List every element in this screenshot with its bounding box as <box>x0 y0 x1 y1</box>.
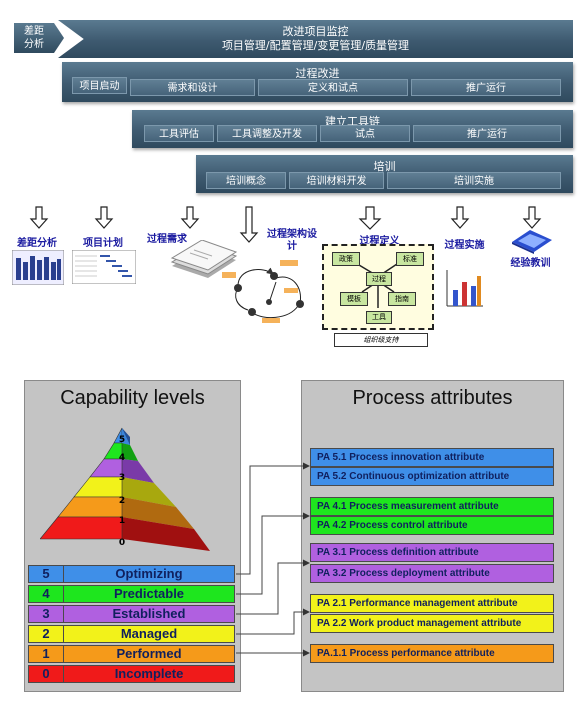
improvement-monitoring-band: 改进项目监控 项目管理/配置管理/变更管理/质量管理 <box>58 20 573 58</box>
level-name: Managed <box>63 626 234 642</box>
process-requirements-doc-stack <box>170 240 238 278</box>
process-attributes-panel: Process attributes <box>301 380 564 692</box>
level-number: 1 <box>42 646 50 661</box>
level-name: Optimizing <box>63 566 234 582</box>
phase-label-project-plan: 项目计划 <box>83 238 123 249</box>
gap-analysis-tag: 差距 分析 <box>14 23 64 53</box>
process-architecture-flow <box>222 260 304 323</box>
def-box-process: 过程 <box>366 272 392 286</box>
band-subtitle: 项目管理/配置管理/变更管理/质量管理 <box>221 39 410 52</box>
level-row-0: 0 Incomplete <box>28 665 235 683</box>
attribute-pa-3-2: PA 3.2 Process deployment attribute <box>310 564 554 583</box>
level-name: Established <box>63 606 234 622</box>
phase-label-process-definition: 过程定义 <box>359 236 400 247</box>
phase-label-process-architecture: 过程架构设计 <box>267 229 317 252</box>
attribute-pa-4-1: PA 4.1 Process measurement attribute <box>310 497 554 516</box>
attribute-pa-5-1: PA 5.1 Process innovation attribute <box>310 448 554 467</box>
down-arrow-icon <box>29 206 49 229</box>
tool-adjust-develop: 工具调整及开发 <box>217 125 317 142</box>
gap-tag-line2: 分析 <box>24 39 44 50</box>
tool-evaluation: 工具评估 <box>144 125 214 142</box>
project-plan-gantt-thumbnail <box>72 250 136 284</box>
level-row-2: 2 Managed <box>28 625 235 643</box>
training-implementation: 培训实施 <box>387 172 561 189</box>
pyramid-number-1: 1 <box>118 516 126 526</box>
band-title: 改进项目监控 <box>282 25 349 38</box>
level-row-4: 4 Predictable <box>28 585 235 603</box>
pyramid-number-4: 4 <box>118 453 126 463</box>
phase-label-lessons-learned: 经验教训 <box>510 258 551 269</box>
attribute-pa-3-1: PA 3.1 Process definition attribute <box>310 543 554 562</box>
band-title: 培训 <box>373 160 396 173</box>
attribute-pa-2-1: PA 2.1 Performance management attribute <box>310 594 554 613</box>
capability-levels-title: Capability levels <box>60 387 205 409</box>
level-number: 3 <box>42 606 50 621</box>
def-box-policy: 政策 <box>332 252 360 266</box>
phase-arrows <box>29 206 542 243</box>
lessons-learned-book-icon <box>512 230 552 254</box>
def-box-tools: 工具 <box>366 311 392 324</box>
level-number: 0 <box>42 666 50 681</box>
phase-label-gap-analysis: 差距分析 <box>17 238 57 249</box>
down-arrow-icon <box>522 206 542 229</box>
pyramid-number-2: 2 <box>118 496 126 506</box>
attribute-pa-2-2: PA 2.2 Work product management attribute <box>310 614 554 633</box>
level-number: 4 <box>42 586 50 601</box>
level-row-1: 1 Performed <box>28 645 235 663</box>
band-title: 过程改进 <box>295 67 340 80</box>
tool-rollout: 推广运行 <box>413 125 561 142</box>
pyramid-number-0: 0 <box>118 538 126 548</box>
process-implementation-chart <box>446 270 483 307</box>
def-box-standard: 标准 <box>396 252 424 266</box>
down-arrow-icon <box>94 206 114 229</box>
attribute-pa-1-1: PA.1.1 Process performance attribute <box>310 644 554 663</box>
level-name: Incomplete <box>63 666 234 682</box>
attribute-pa-4-2: PA 4.2 Process control attribute <box>310 516 554 535</box>
def-box-guide: 指南 <box>388 292 416 306</box>
phase-definition-pilot: 定义和试点 <box>258 79 408 96</box>
attribute-pa-5-2: PA 5.2 Continuous optimization attribute <box>310 467 554 486</box>
training-material-dev: 培训材料开发 <box>289 172 384 189</box>
level-row-3: 3 Established <box>28 605 235 623</box>
pyramid-number-3: 3 <box>118 473 126 483</box>
phase-requirements-design: 需求和设计 <box>130 79 255 96</box>
down-arrow-icon <box>358 206 382 230</box>
training-concept: 培训概念 <box>206 172 286 189</box>
level-name: Predictable <box>63 586 234 602</box>
level-name: Performed <box>63 646 234 662</box>
process-attributes-title: Process attributes <box>352 387 513 409</box>
down-arrow-icon <box>180 206 200 229</box>
level-number: 5 <box>42 566 50 581</box>
phase-label-process-implementation: 过程实施 <box>444 240 485 251</box>
phase-label-process-requirements: 过程需求 <box>147 234 187 245</box>
capability-pyramid <box>40 427 210 551</box>
tool-pilot: 试点 <box>320 125 410 142</box>
down-arrow-icon <box>450 206 470 229</box>
level-number: 2 <box>42 626 50 641</box>
level-row-5: 5 Optimizing <box>28 565 235 583</box>
def-box-template: 模板 <box>340 292 368 306</box>
pyramid-number-5: 5 <box>118 435 126 445</box>
phase-project-start: 项目启动 <box>72 77 127 94</box>
down-arrow-icon <box>239 206 259 243</box>
def-box-footer: 组织级支持 <box>334 333 428 347</box>
gap-analysis-chart-thumbnail <box>12 250 64 285</box>
band-title: 建立工具链 <box>325 115 380 128</box>
phase-rollout: 推广运行 <box>411 79 561 96</box>
gap-tag-line1: 差距 <box>24 26 44 37</box>
